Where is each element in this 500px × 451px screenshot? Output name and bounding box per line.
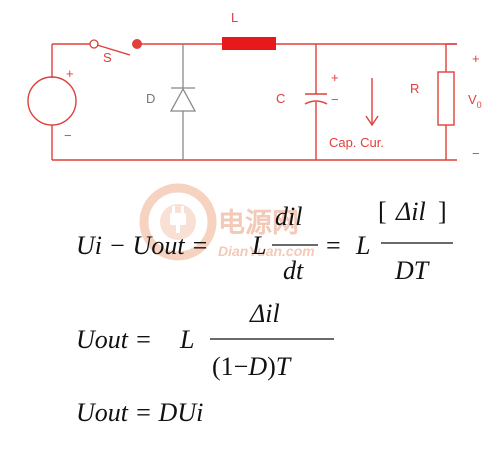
eq1-lhs: Ui − Uout =	[76, 231, 209, 260]
eq1-bracket-left: [	[378, 197, 387, 226]
output-voltage-subscript: 0	[477, 100, 482, 110]
switch-label: S	[103, 50, 112, 65]
voltage-source	[27, 76, 77, 126]
eq1-num1: dil	[275, 202, 302, 231]
cap-plus-label: +	[331, 70, 339, 85]
out-minus-label: −	[472, 146, 480, 161]
eq2-den: (1−D)T	[212, 352, 292, 381]
cap-current-arrow	[365, 78, 379, 127]
diode	[169, 44, 197, 160]
equation-2: Uout = L Δil (1−D)T	[76, 299, 334, 381]
switch: S	[89, 39, 142, 65]
eq1-den2: DT	[394, 256, 430, 285]
out-plus-label: +	[472, 51, 480, 66]
eq1-eq-sign: =	[326, 231, 341, 260]
equation-3: Uout = DUi	[76, 398, 203, 427]
resistor-label: R	[410, 81, 419, 96]
capacitor-label: C	[276, 91, 285, 106]
diode-label: D	[146, 91, 155, 106]
eq2-L: L	[179, 325, 194, 354]
output-voltage-label: V0	[468, 92, 482, 110]
switch-pivot	[89, 39, 99, 49]
eq1-num2: Δil	[395, 197, 426, 226]
eq2-den-c: )	[267, 352, 276, 381]
cap-current-label: Cap. Cur.	[329, 135, 384, 150]
resistor	[437, 71, 455, 126]
output-voltage-v: V	[468, 92, 477, 107]
watermark-chinese: 电源网	[218, 208, 299, 238]
eq1-L1: L	[251, 231, 266, 260]
arrow-head	[365, 115, 379, 127]
capacitor	[304, 93, 328, 105]
watermark-logo-ring	[139, 183, 217, 261]
cap-minus-label: −	[331, 92, 339, 107]
watermark: 电源网 DianYuan.com	[139, 183, 315, 261]
eq2-den-a: (1−	[212, 352, 248, 381]
inductor	[222, 37, 276, 50]
eq1-L2: L	[355, 231, 370, 260]
eq1-den1: dt	[283, 256, 304, 285]
source-plus-label: +	[66, 66, 74, 81]
equation-1: Ui − Uout = L dil dt = L [ Δil ] DT	[76, 197, 453, 285]
cap-plate-bottom	[304, 100, 328, 105]
source-minus-label: −	[64, 128, 72, 143]
watermark-latin: DianYuan.com	[218, 243, 315, 259]
eq2-den-b: D	[247, 352, 267, 381]
diode-triangle	[169, 87, 197, 112]
circuit	[51, 43, 457, 161]
switch-contact	[132, 39, 142, 49]
eq2-den-d: T	[276, 352, 292, 381]
eq2-num: Δil	[249, 299, 280, 328]
switch-blade	[96, 44, 131, 56]
inductor-label: L	[231, 10, 238, 25]
eq2-lhs: Uout =	[76, 325, 152, 354]
eq1-bracket-right: ]	[438, 197, 447, 226]
plug-icon	[170, 206, 186, 233]
